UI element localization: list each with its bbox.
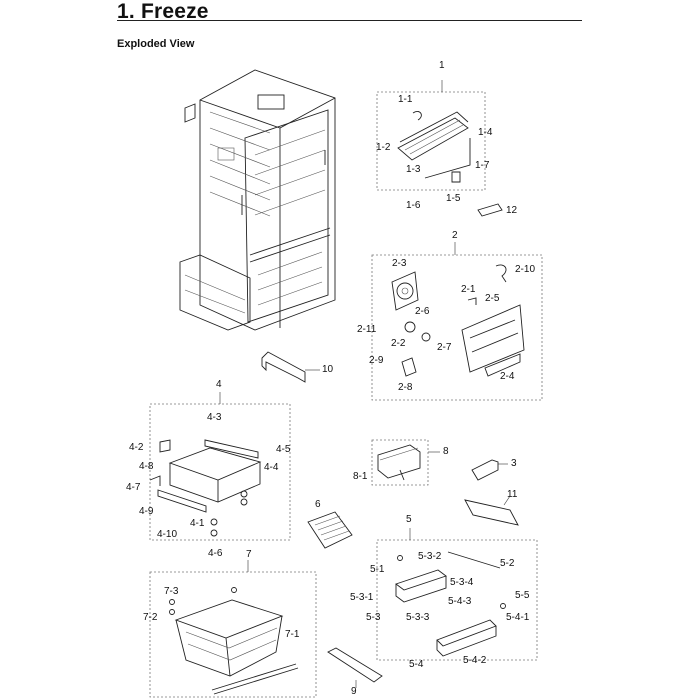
callout-2-1: 2-1 [461, 284, 476, 295]
callout-2-7: 2-7 [437, 342, 452, 353]
callout-5-4-3: 5-4-3 [448, 596, 472, 607]
part-10-drawing [261, 351, 306, 383]
callout-2-3: 2-3 [392, 258, 407, 269]
callout-2-8: 2-8 [398, 382, 413, 393]
callout-7-2: 7-2 [143, 612, 158, 623]
callout-2-2: 2-2 [391, 338, 406, 349]
callout-7-3: 7-3 [164, 586, 179, 597]
title-rule [117, 20, 582, 21]
callout-6: 6 [315, 499, 321, 510]
group-4-drawer-drawing [149, 392, 291, 541]
part-11-drawing [464, 499, 519, 526]
callout-4: 4 [216, 379, 222, 390]
callout-4-5: 4-5 [276, 444, 291, 455]
group-2-fan-assembly-drawing [371, 242, 543, 401]
callout-4-4: 4-4 [264, 462, 279, 473]
callout-2-10: 2-10 [515, 264, 536, 275]
callout-1-6: 1-6 [406, 200, 421, 211]
callout-4-10: 4-10 [157, 529, 178, 540]
callout-4-6: 4-6 [208, 548, 223, 559]
callout-1-3: 1-3 [406, 164, 421, 175]
section-subtitle: Exploded View [117, 38, 195, 50]
callout-5-3-4: 5-3-4 [450, 577, 474, 588]
callout-1-2: 1-2 [376, 142, 391, 153]
callout-1-4: 1-4 [478, 127, 493, 138]
callout-1-5: 1-5 [446, 193, 461, 204]
callout-5-3-2: 5-3-2 [418, 551, 442, 562]
callout-2-6: 2-6 [415, 306, 430, 317]
callout-2: 2 [452, 230, 458, 241]
callout-8-1: 8-1 [353, 471, 368, 482]
callout-1-1: 1-1 [398, 94, 413, 105]
callout-5-3: 5-3 [366, 612, 381, 623]
part-3-drawing [471, 459, 499, 481]
callout-4-3: 4-3 [207, 412, 222, 423]
callout-7-1: 7-1 [285, 629, 300, 640]
callout-5-4-2: 5-4-2 [463, 655, 487, 666]
callout-4-2: 4-2 [129, 442, 144, 453]
callout-10: 10 [322, 364, 334, 375]
callout-5-4-1: 5-4-1 [506, 612, 530, 623]
callout-2-9: 2-9 [369, 355, 384, 366]
callout-11: 11 [507, 489, 518, 500]
callout-2-4: 2-4 [500, 371, 515, 382]
callout-5-3-1: 5-3-1 [350, 592, 374, 603]
freezer-cabinet-drawing [179, 69, 336, 331]
callout-5: 5 [406, 514, 412, 525]
part-9-drawing [327, 647, 383, 683]
callout-2-5: 2-5 [485, 293, 500, 304]
callout-4-8: 4-8 [139, 461, 154, 472]
callout-1-7: 1-7 [475, 160, 490, 171]
callout-4-9: 4-9 [139, 506, 154, 517]
part-6-drawing [307, 511, 353, 549]
callout-8: 8 [443, 446, 449, 457]
callout-5-1: 5-1 [370, 564, 385, 575]
callout-7: 7 [246, 549, 252, 560]
callout-12: 12 [506, 205, 518, 216]
callout-3: 3 [511, 458, 517, 469]
group-7-drawing [149, 560, 317, 698]
callout-5-4: 5-4 [409, 659, 424, 670]
callout-9: 9 [351, 686, 357, 697]
callout-4-7: 4-7 [126, 482, 141, 493]
callout-5-3-3: 5-3-3 [406, 612, 430, 623]
callout-5-5: 5-5 [515, 590, 530, 601]
callout-5-2: 5-2 [500, 558, 515, 569]
callout-1: 1 [439, 60, 445, 71]
callout-4-1: 4-1 [190, 518, 205, 529]
group-1-evaporator-drawing [376, 80, 503, 217]
group-5-drawing [376, 528, 538, 661]
callout-2-11: 2-11 [357, 324, 377, 335]
group-8-drawing [371, 439, 440, 486]
page-title: 1. Freeze [117, 0, 209, 23]
